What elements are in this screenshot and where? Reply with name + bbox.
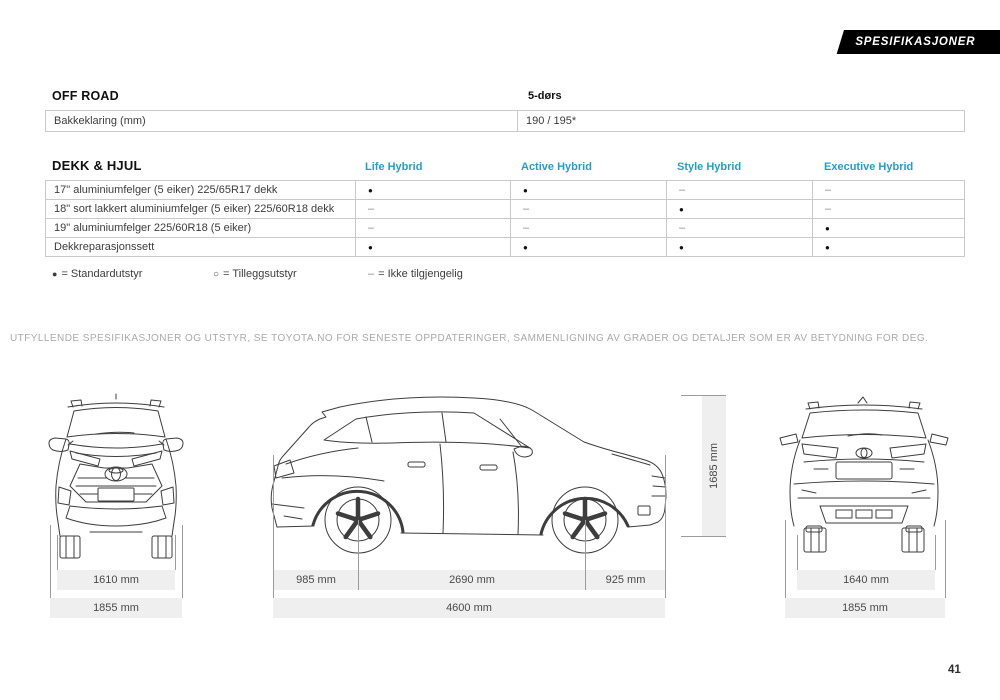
- row-value: –: [356, 200, 511, 218]
- dimension-label-front-track: 1610 mm: [57, 570, 175, 590]
- table-row: 18" sort lakkert aluminiumfelger (5 eike…: [45, 199, 965, 219]
- legend-standard: ●= Standardutstyr: [52, 268, 142, 280]
- row-value: –: [825, 203, 832, 215]
- column-header-style: Style Hybrid: [677, 161, 742, 173]
- row-value: –: [511, 219, 667, 237]
- row-value: ●: [667, 238, 813, 256]
- row-value: ●: [667, 200, 813, 218]
- section-banner-label: SPESIFIKASJONER: [855, 36, 976, 48]
- column-header-life: Life Hybrid: [365, 161, 423, 173]
- offroad-column-header: 5-dørs: [528, 90, 562, 102]
- dimension-label-front-width: 1855 mm: [50, 598, 182, 618]
- legend-optional: ○= Tilleggsutstyr: [213, 268, 297, 280]
- dimension-tick: [358, 520, 359, 590]
- dimension-tick: [935, 535, 936, 570]
- dimension-label-wheelbase: 2690 mm: [359, 570, 585, 590]
- dimension-tick: [681, 395, 726, 396]
- rear-view-drawing: [779, 396, 949, 553]
- dimension-label-length: 4600 mm: [273, 598, 665, 618]
- dimension-tick: [175, 535, 176, 570]
- row-value: ●: [356, 181, 511, 199]
- dimension-label-rear-track: 1640 mm: [797, 570, 935, 590]
- dimension-tick: [182, 525, 183, 598]
- dimension-tick: [273, 455, 274, 598]
- open-circle-icon: ○: [213, 269, 220, 280]
- dimension-tick: [681, 536, 726, 537]
- wheels-title: DEKK & HJUL: [52, 158, 142, 173]
- row-label: 18" sort lakkert aluminiumfelger (5 eike…: [46, 200, 356, 218]
- table-row: 17" aluminiumfelger (5 eiker) 225/65R17 …: [45, 180, 965, 200]
- row-value: –: [356, 219, 511, 237]
- filled-dot-icon: ●: [52, 269, 58, 279]
- offroad-row-label: Bakkeklaring (mm): [46, 111, 518, 131]
- dimension-tick: [785, 520, 786, 598]
- offroad-title: OFF ROAD: [52, 89, 119, 103]
- table-row: Bakkeklaring (mm) 190 / 195*: [45, 110, 965, 132]
- dimension-tick: [665, 455, 666, 598]
- column-header-executive: Executive Hybrid: [824, 161, 914, 173]
- dimension-tick: [57, 535, 58, 570]
- row-label: 17" aluminiumfelger (5 eiker) 225/65R17 …: [46, 181, 356, 199]
- dash-icon: –: [368, 268, 375, 280]
- row-value: –: [825, 184, 832, 196]
- legend-text: = Standardutstyr: [61, 268, 143, 280]
- side-view-drawing: [270, 396, 667, 554]
- page-number: 41: [948, 664, 961, 676]
- row-value: ●: [356, 238, 511, 256]
- table-row: Dekkreparasjonssett ● ● ● ●: [45, 237, 965, 257]
- table-row: 19" aluminiumfelger 225/60R18 (5 eiker) …: [45, 218, 965, 238]
- dimension-tick: [50, 525, 51, 598]
- legend-text: = Tilleggsutstyr: [223, 268, 297, 280]
- dimension-tick: [945, 520, 946, 598]
- row-label: 19" aluminiumfelger 225/60R18 (5 eiker): [46, 219, 356, 237]
- disclaimer-note: UTFYLLENDE SPESIFIKASJONER OG UTSTYR, SE…: [10, 333, 929, 344]
- legend-unavailable: –= Ikke tilgjengelig: [368, 268, 463, 280]
- front-view-drawing: [48, 393, 184, 559]
- row-value: ●: [511, 238, 667, 256]
- row-value: ●: [825, 242, 830, 252]
- row-value: –: [667, 181, 813, 199]
- row-value: –: [511, 200, 667, 218]
- legend-text: = Ikke tilgjengelig: [378, 268, 463, 280]
- dimension-label-height: 1685 mm: [702, 396, 726, 536]
- dimension-tick: [585, 520, 586, 590]
- dimension-tick: [797, 535, 798, 570]
- dimension-label-front-overhang: 925 mm: [586, 570, 665, 590]
- row-value: ●: [511, 181, 667, 199]
- row-value: –: [667, 219, 813, 237]
- row-value: ●: [825, 223, 830, 233]
- row-label: Dekkreparasjonssett: [46, 238, 356, 256]
- offroad-row-value: 190 / 195*: [526, 115, 577, 127]
- column-header-active: Active Hybrid: [521, 161, 592, 173]
- dimension-label-rear-overhang: 985 mm: [274, 570, 358, 590]
- dimension-label-rear-width: 1855 mm: [785, 598, 945, 618]
- section-banner: SPESIFIKASJONER: [836, 30, 1000, 54]
